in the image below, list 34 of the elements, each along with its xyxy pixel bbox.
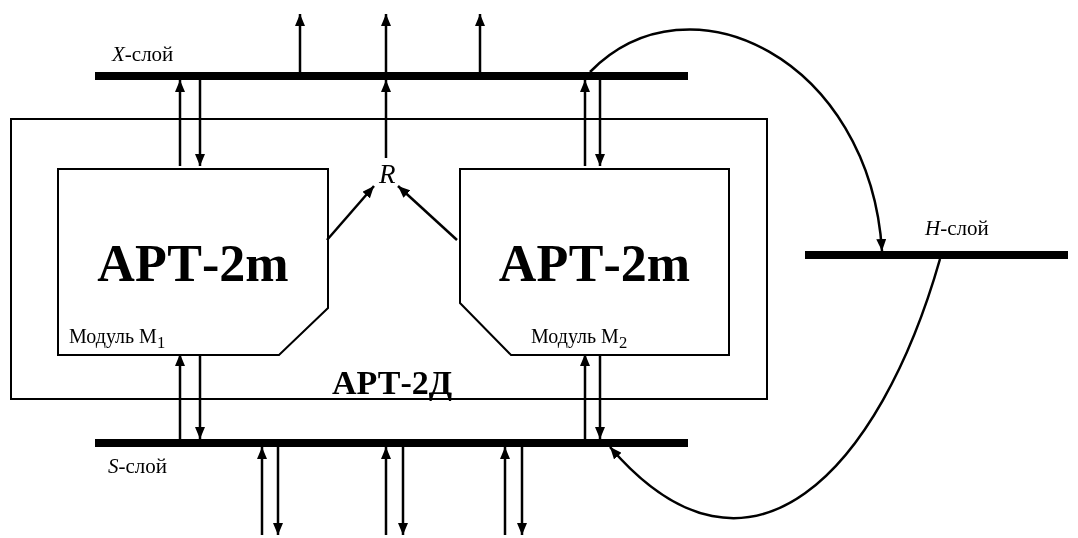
module-caption: Модуль M$_{1}$ [69,326,166,352]
arrow [500,447,510,535]
arrow [257,447,267,535]
bus-label: H-слой [925,218,989,239]
arrow [381,14,391,72]
arrow [595,80,605,166]
frame-title: АРТ-2Д [332,366,453,400]
arrow [381,447,391,535]
bus-label: X-слой [112,44,174,65]
arrow [595,354,605,439]
arrow [580,354,590,439]
arrow [195,354,205,439]
arrow [397,185,458,241]
arrow [273,447,283,535]
module-block [459,168,730,356]
module-block [57,168,329,356]
module-title: АРТ-2m [96,238,290,290]
system-frame [10,118,768,400]
arrow [475,14,485,72]
arrow [195,80,205,166]
arrow [517,447,527,535]
arrow [398,447,408,535]
arrow [175,354,185,439]
arrow [295,14,305,72]
arrow [580,80,590,166]
arrow [381,80,391,158]
arrow [175,80,185,166]
arrow [326,185,375,241]
module-caption: Модуль M$_{2}$ [531,326,628,352]
module-title: АРТ-2m [497,238,692,290]
curved-arrow [589,28,886,252]
node-label: R [379,161,396,188]
bus-label: S-слой [108,456,168,477]
curved-arrow [609,258,942,519]
